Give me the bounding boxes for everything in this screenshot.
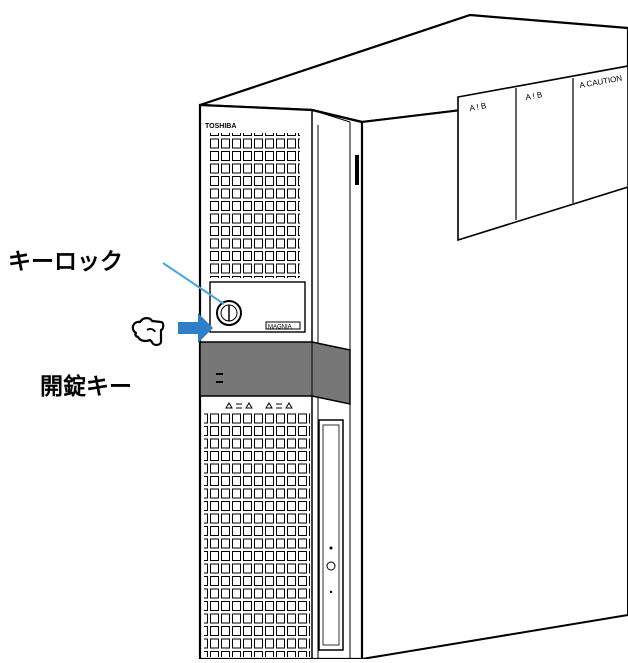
label-2: A ! B [525, 90, 543, 102]
unlock-key-callout: 開錠キー [40, 374, 132, 400]
upper-grille [210, 133, 300, 278]
key-lock-callout: キーロック [8, 249, 123, 275]
key-icon [131, 317, 165, 347]
label-1: A ! B [469, 101, 487, 113]
led-1 [216, 373, 223, 375]
lower-grille [204, 412, 310, 657]
drive-bay-icons [225, 402, 293, 409]
caution-label-panel [457, 65, 628, 242]
brand-logo: TOSHIBA [205, 123, 236, 130]
model-plate: MAGNIA [268, 325, 292, 331]
key-lock-leader-line [162, 262, 225, 305]
led-2 [216, 381, 223, 383]
side-slot [355, 155, 359, 185]
insert-arrow [178, 313, 213, 343]
